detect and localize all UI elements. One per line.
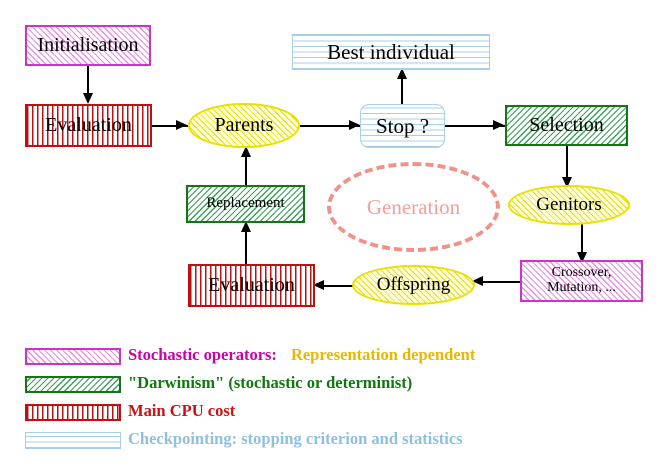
connector-replacement-to-parents xyxy=(245,148,247,186)
arrowhead-evaluation-to-parents xyxy=(176,120,187,130)
connector-evaluation-to-replacement xyxy=(245,224,247,266)
legend-row: Stochastic operators: Representation depe… xyxy=(0,345,662,374)
node-best-individual-label: Best individual xyxy=(327,39,455,64)
node-genitors[interactable]: Genitors xyxy=(508,185,630,225)
legend-label-main-cpu-cost: Main CPU cost xyxy=(128,401,235,421)
node-best-individual[interactable]: Best individual xyxy=(292,34,490,70)
connector-parents-to-stop xyxy=(300,125,362,127)
legend-text-primary: Checkpointing: stopping criterion and st… xyxy=(128,429,463,448)
node-parents[interactable]: Parents xyxy=(188,103,300,148)
connector-selection-to-genitors xyxy=(566,146,568,186)
node-crossover-line1: Crossover, xyxy=(551,265,612,281)
connector-stop-to-selection xyxy=(445,125,506,127)
connector-genitors-to-crossover xyxy=(581,224,583,262)
arrowhead-crossover-to-offspring xyxy=(472,276,483,286)
node-evaluation-bottom[interactable]: Evaluation xyxy=(188,264,315,307)
legend-swatch-stochastic-operators xyxy=(25,348,121,365)
legend-row: "Darwinism" (stochastic or determinist) xyxy=(0,373,662,402)
connector-evaluation-to-parents xyxy=(152,125,188,127)
connector-crossover-to-offspring xyxy=(477,281,521,283)
legend-label-darwinism: "Darwinism" (stochastic or determinist) xyxy=(128,373,412,393)
legend-label-checkpointing: Checkpointing: stopping criterion and st… xyxy=(128,429,463,449)
legend-text-primary: Main CPU cost xyxy=(128,401,236,420)
node-evaluation-bottom-label: Evaluation xyxy=(208,274,295,296)
legend: Stochastic operators: Representation depe… xyxy=(0,340,662,460)
node-stop-label: Stop ? xyxy=(375,113,430,138)
node-parents-label: Parents xyxy=(214,114,274,136)
connector-offspring-to-evaluation xyxy=(317,285,355,287)
node-selection-label: Selection xyxy=(529,114,604,136)
node-replacement[interactable]: Replacement xyxy=(186,185,305,223)
arrowhead-stop-to-best-individual xyxy=(397,68,407,79)
legend-text-secondary: Representation dependent xyxy=(290,345,476,364)
connector-stop-to-best-individual xyxy=(401,70,403,106)
node-crossover-mutation[interactable]: Crossover, Mutation, ... xyxy=(520,260,643,302)
arrowhead-genitors-to-crossover xyxy=(577,252,587,263)
arrowhead-evaluation-to-replacement xyxy=(241,221,251,232)
node-initialisation-label: Initialisation xyxy=(37,34,139,56)
node-stop[interactable]: Stop ? xyxy=(360,104,445,148)
generation-label: Generation xyxy=(366,194,461,219)
legend-label-stochastic-operators: Stochastic operators: Representation depe… xyxy=(128,345,475,365)
node-replacement-label: Replacement xyxy=(206,195,285,212)
node-crossover-line2: Mutation, ... xyxy=(547,280,616,295)
arrowhead-stop-to-selection xyxy=(493,120,504,130)
legend-text-primary: Stochastic operators: xyxy=(128,345,277,364)
legend-swatch-checkpointing xyxy=(25,432,121,449)
node-initialisation[interactable]: Initialisation xyxy=(25,25,151,66)
legend-swatch-main-cpu-cost xyxy=(25,404,121,421)
legend-swatch-darwinism xyxy=(25,376,121,393)
node-genitors-label: Genitors xyxy=(536,194,602,216)
generation-ellipse: Generation xyxy=(327,162,500,252)
legend-text-primary: "Darwinism" (stochastic or determinist) xyxy=(128,373,413,392)
arrowhead-replacement-to-parents xyxy=(241,146,251,157)
legend-row: Main CPU cost xyxy=(0,401,662,430)
node-selection[interactable]: Selection xyxy=(505,105,628,146)
node-evaluation-top-label: Evaluation xyxy=(45,114,132,136)
connector-initialisation-to-evaluation xyxy=(87,66,89,99)
arrowhead-initialisation-to-evaluation xyxy=(83,93,93,104)
legend-row: Checkpointing: stopping criterion and st… xyxy=(0,429,662,458)
node-offspring[interactable]: Offspring xyxy=(352,265,475,305)
arrowhead-parents-to-stop xyxy=(349,120,360,130)
arrowhead-offspring-to-evaluation xyxy=(313,280,324,290)
node-offspring-label: Offspring xyxy=(376,274,451,296)
arrowhead-selection-to-genitors xyxy=(562,177,572,188)
node-evaluation-top[interactable]: Evaluation xyxy=(25,104,152,147)
